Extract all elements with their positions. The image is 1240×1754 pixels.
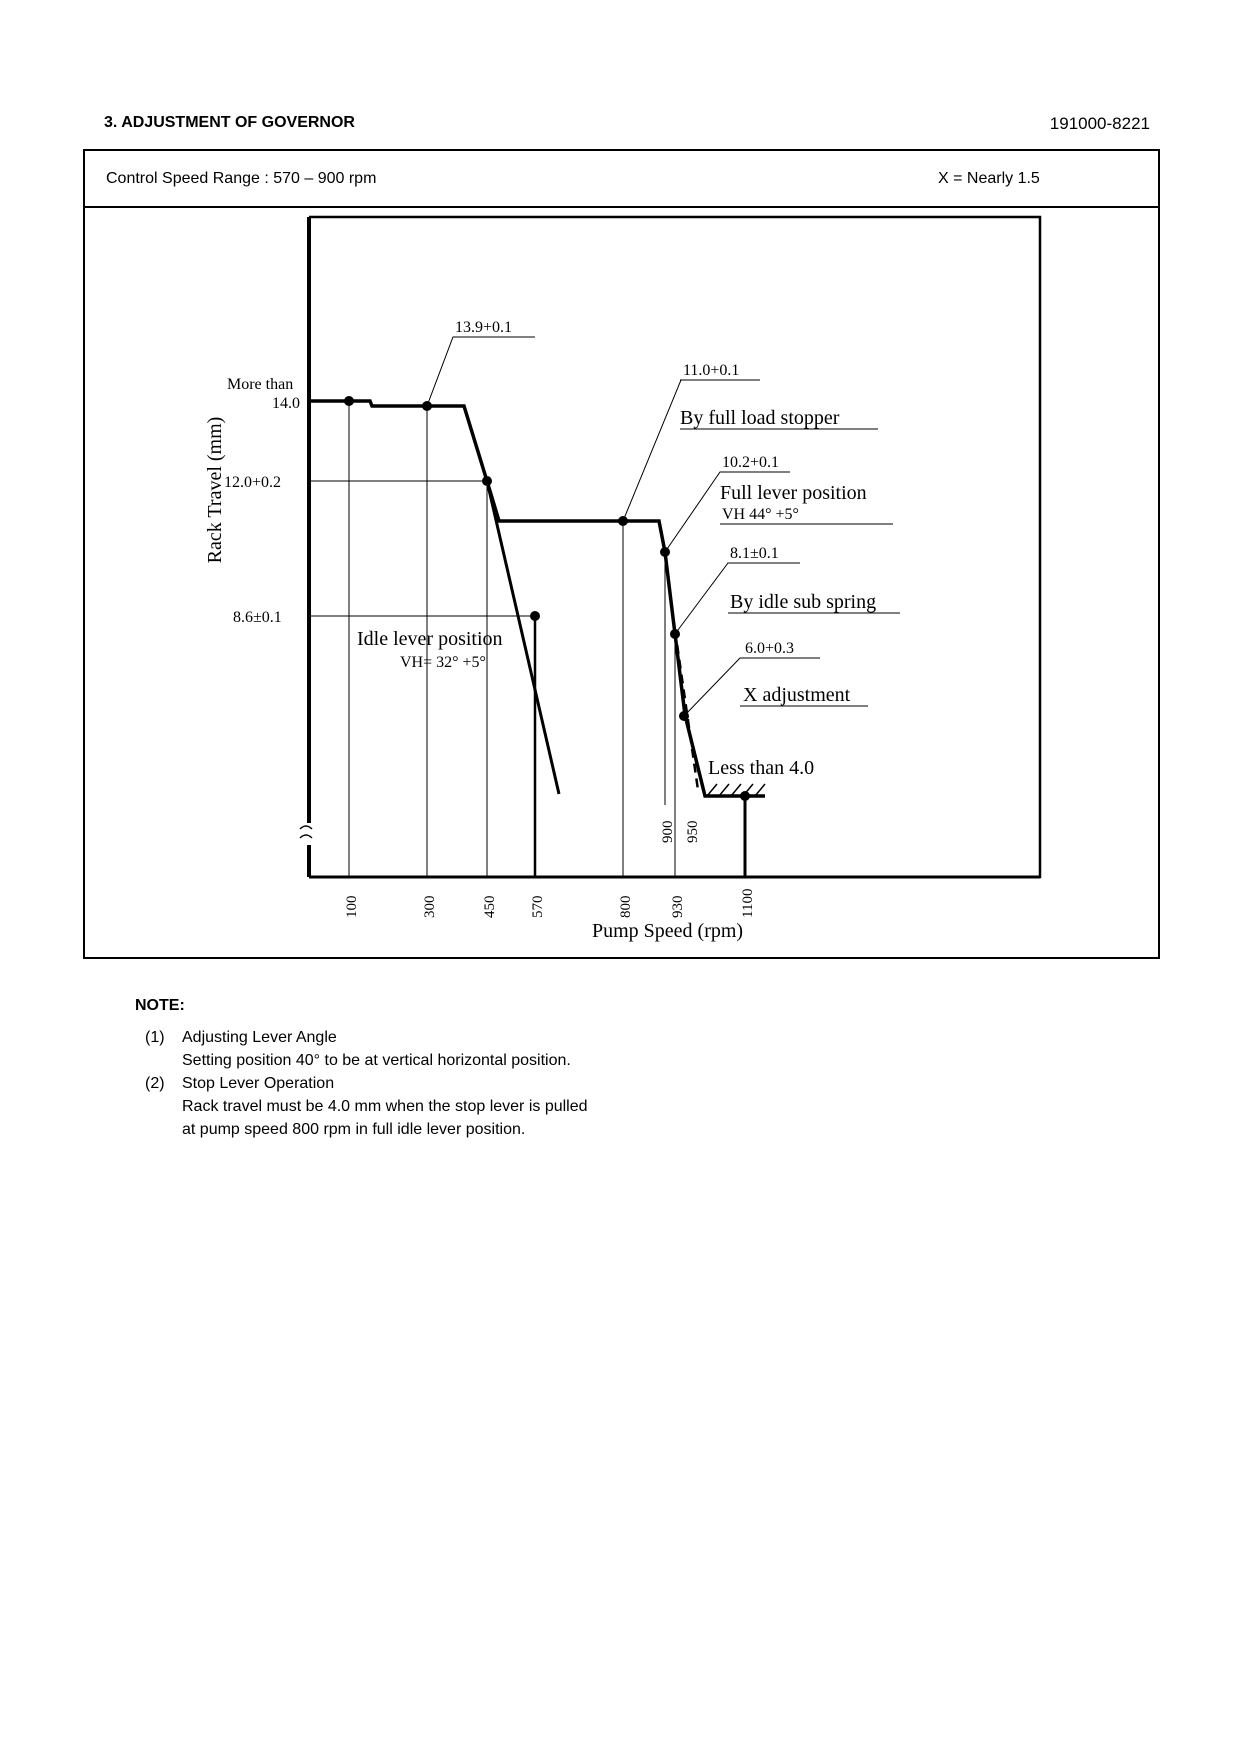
- annotation-81: 8.1±0.1: [730, 545, 779, 562]
- leader-60: [683, 657, 820, 717]
- annotation-full-lever: Full lever position: [720, 482, 867, 504]
- x-adjustment-dashed: [673, 629, 700, 791]
- point-1100: [740, 791, 750, 801]
- y-label-14: 14.0: [272, 395, 300, 412]
- x-axis-label: Pump Speed (rpm): [592, 920, 743, 942]
- note-item: (1) Adjusting Lever Angle Setting positi…: [135, 1026, 588, 1072]
- leader-102: [664, 471, 790, 553]
- governor-panel: Control Speed Range : 570 – 900 rpm X = …: [83, 149, 1160, 959]
- stop-hatch: [706, 783, 766, 797]
- x-tick-100: 100: [344, 896, 360, 919]
- axis-break-icon: [299, 825, 313, 839]
- note-line: Rack travel must be 4.0 mm when the stop…: [182, 1098, 588, 1115]
- notes-section: NOTE: (1) Adjusting Lever Angle Setting …: [135, 994, 588, 1141]
- note-number: (1): [145, 1029, 165, 1046]
- annotation-110: 11.0+0.1: [683, 362, 739, 379]
- control-speed-range: Control Speed Range : 570 – 900 rpm: [106, 170, 377, 187]
- annotation-139: 13.9+0.1: [455, 319, 512, 336]
- y-label-12: 12.0+0.2: [224, 474, 281, 491]
- section-title: 3. ADJUSTMENT OF GOVERNOR: [104, 114, 355, 131]
- y-axis-label: Rack Travel (mm): [204, 417, 226, 564]
- x-tick-800: 800: [618, 896, 634, 919]
- leader-139: [426, 336, 535, 407]
- notes-title: NOTE:: [135, 997, 185, 1014]
- x-tick-1100: 1100: [740, 889, 756, 918]
- x-tick-930: 930: [670, 896, 686, 919]
- x-tick-300: 300: [422, 896, 438, 919]
- note-line: Stop Lever Operation: [182, 1075, 335, 1092]
- leader-110: [622, 379, 682, 522]
- y-label-more-than: More than: [227, 376, 293, 393]
- part-number: 191000-8221: [1049, 114, 1150, 133]
- point-450: [482, 476, 492, 486]
- x-value: X = Nearly 1.5: [938, 170, 1040, 187]
- annotation-idle-sub: By idle sub spring: [730, 591, 876, 613]
- x-tick-450: 450: [482, 896, 498, 919]
- note-line: Setting position 40° to be at vertical h…: [182, 1052, 571, 1069]
- annotation-full-load: By full load stopper: [680, 407, 840, 429]
- annotation-vh44: VH 44° +5°: [722, 506, 799, 523]
- note-line: at pump speed 800 rpm in full idle lever…: [182, 1121, 526, 1138]
- note-number: (2): [145, 1075, 165, 1092]
- point-570: [530, 611, 540, 621]
- panel-header-row: Control Speed Range : 570 – 900 rpm X = …: [85, 151, 1158, 208]
- annotation-102: 10.2+0.1: [722, 454, 779, 471]
- note-line: Adjusting Lever Angle: [182, 1029, 337, 1046]
- y-label-86: 8.6±0.1: [233, 609, 282, 626]
- inner-tick-900: 900: [660, 821, 676, 844]
- annotation-x-adjustment: X adjustment: [743, 684, 851, 706]
- x-tick-570: 570: [530, 896, 546, 919]
- annotation-vh32: VH= 32° +5°: [400, 654, 486, 671]
- note-item: (2) Stop Lever Operation Rack travel mus…: [135, 1072, 588, 1141]
- idle-lever-curve: [485, 480, 561, 795]
- leader-81: [674, 562, 800, 635]
- full-load-curve: [309, 399, 765, 798]
- annotation-60: 6.0+0.3: [745, 640, 794, 657]
- point-100: [344, 396, 354, 406]
- annotation-idle-lever: Idle lever position: [357, 628, 503, 650]
- inner-tick-950: 950: [685, 821, 701, 844]
- annotation-less-than: Less than 4.0: [708, 757, 814, 779]
